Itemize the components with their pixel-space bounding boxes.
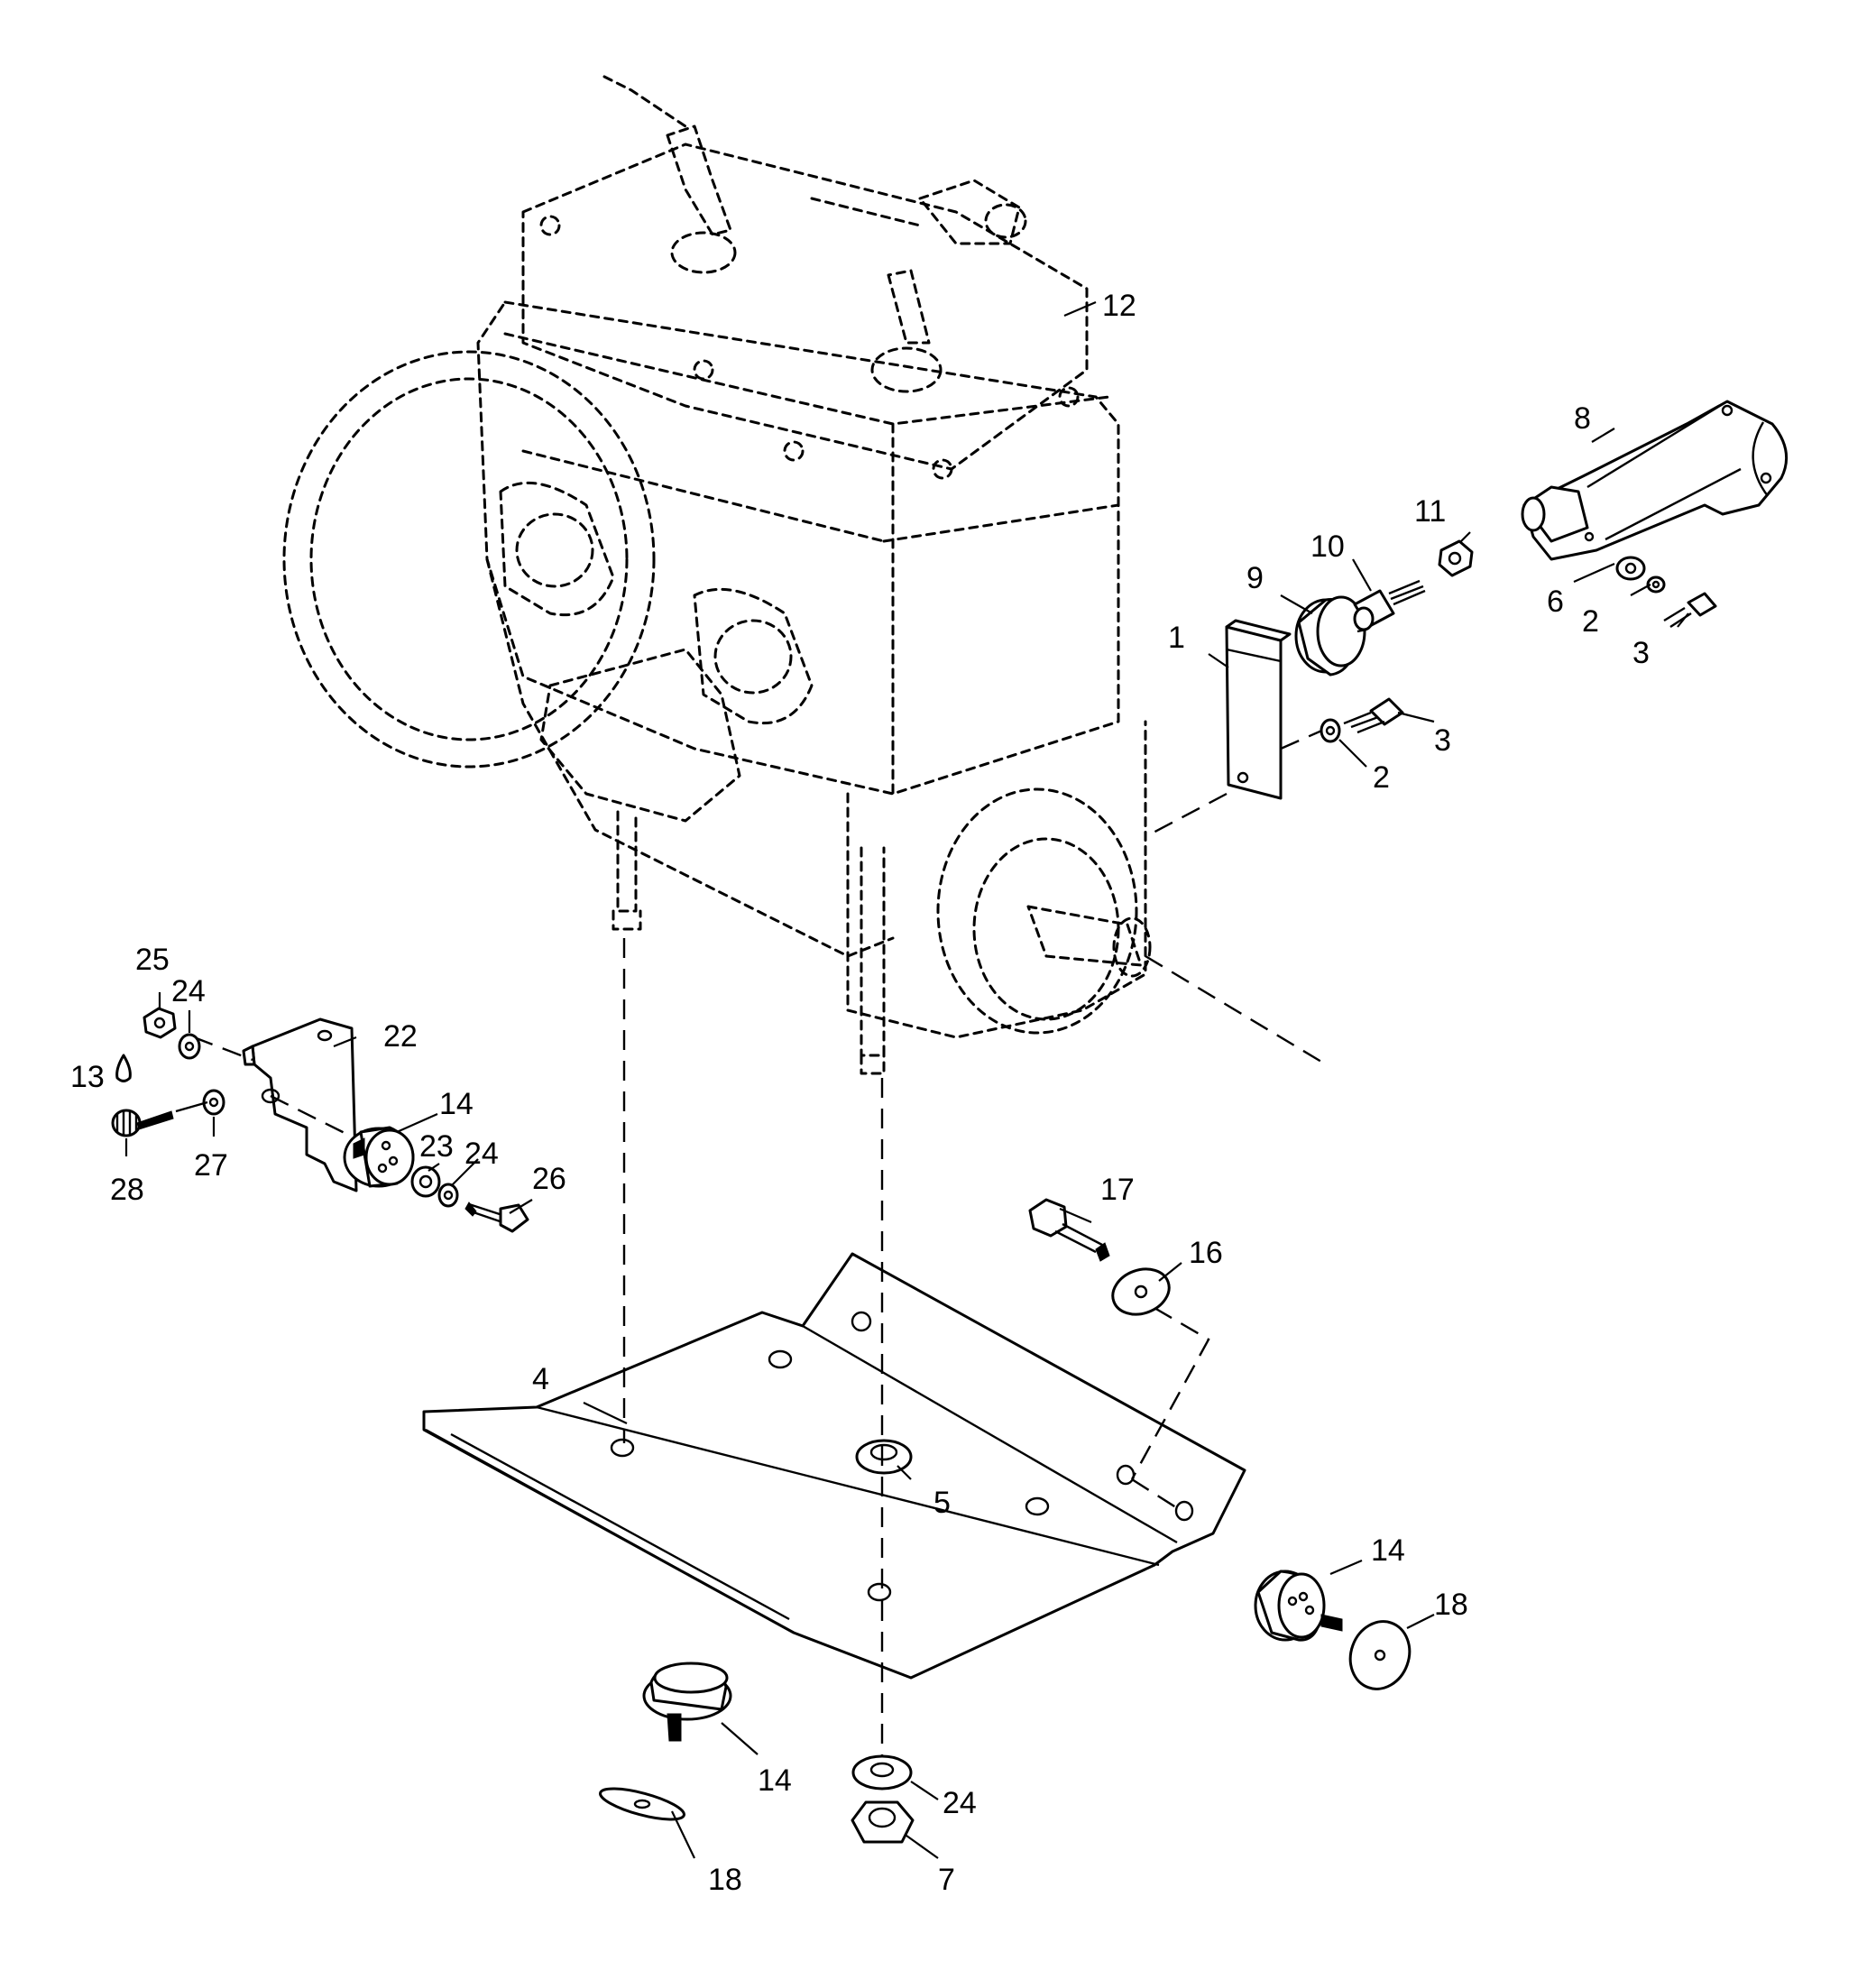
washer-6	[1615, 556, 1646, 581]
grommet-5	[855, 1439, 913, 1475]
bracket-8	[1521, 400, 1789, 561]
callout-24-bottom: 24	[943, 1786, 977, 1820]
leader-28-27	[175, 1100, 208, 1113]
callout-14-right: 14	[1371, 1533, 1405, 1568]
bolt-17-line	[1130, 1306, 1210, 1480]
nut-7	[851, 1800, 915, 1844]
callout-10: 10	[1310, 529, 1345, 564]
callout-13: 13	[70, 1060, 105, 1094]
washer-24-left-bottom	[437, 1183, 459, 1208]
leader-lines	[124, 300, 1689, 1859]
bolt-17	[1028, 1198, 1110, 1262]
callout-5: 5	[933, 1486, 951, 1520]
callout-8: 8	[1574, 401, 1591, 436]
callout-24-left-top: 24	[171, 974, 206, 1008]
bracket-22-line-lower	[270, 1094, 362, 1143]
damper-9	[1294, 595, 1367, 677]
engine-outline	[282, 75, 1152, 1075]
bracket-22	[242, 1017, 358, 1192]
washer-18-bottom	[599, 1787, 685, 1821]
washer-24-bottom	[851, 1754, 913, 1791]
callout-14-bottom: 14	[758, 1763, 792, 1798]
callout-25: 25	[135, 943, 170, 977]
callout-2-right: 2	[1582, 604, 1599, 639]
callout-labels: 1 2 2 3 3 4 5 6 7 8 9 10 11 12 13 14 14 …	[70, 289, 1650, 1897]
callout-3-middle: 3	[1434, 723, 1451, 758]
washer-18-right	[1348, 1620, 1412, 1690]
damper-14-left	[343, 1126, 415, 1188]
callout-3-right: 3	[1632, 636, 1650, 670]
nut-11	[1438, 539, 1474, 577]
damper-14-right	[1254, 1570, 1343, 1642]
bolt-28	[111, 1109, 174, 1137]
washer-16	[1111, 1267, 1171, 1316]
callout-2-middle: 2	[1373, 760, 1390, 795]
droplet-13	[115, 1054, 132, 1082]
base-plate-4	[422, 1252, 1246, 1680]
callout-9: 9	[1246, 561, 1264, 595]
callout-26: 26	[532, 1162, 566, 1196]
callout-12: 12	[1102, 289, 1136, 323]
bolt-3-middle	[1343, 697, 1404, 734]
damper-14-bottom	[642, 1662, 732, 1742]
callout-27: 27	[194, 1148, 228, 1183]
nut-25	[143, 1007, 177, 1039]
washer-2-middle	[1320, 718, 1341, 743]
bolt-3-right	[1663, 592, 1717, 629]
washer-23	[410, 1165, 441, 1198]
pto-centerline	[1145, 954, 1327, 1066]
bracket-22-line-upper	[193, 1036, 253, 1062]
callout-7: 7	[938, 1863, 955, 1897]
callout-17: 17	[1100, 1173, 1135, 1207]
callout-11: 11	[1414, 494, 1446, 529]
bolt-17-line-lower	[1131, 1478, 1182, 1513]
callout-23: 23	[419, 1129, 454, 1164]
callout-22: 22	[383, 1019, 418, 1054]
callout-18-bottom: 18	[708, 1863, 742, 1897]
bracket-1	[1149, 619, 1327, 836]
callout-28: 28	[110, 1173, 144, 1207]
callout-1: 1	[1168, 621, 1185, 655]
callout-24-left-bottom: 24	[464, 1137, 499, 1171]
bolt-26	[464, 1201, 529, 1233]
spacer-10	[1353, 579, 1426, 631]
callout-14-left: 14	[439, 1087, 474, 1121]
washer-24-left-top	[178, 1033, 201, 1060]
callout-4: 4	[532, 1362, 549, 1396]
washer-2-right	[1646, 575, 1666, 594]
callout-16: 16	[1189, 1236, 1223, 1270]
callout-6: 6	[1547, 585, 1564, 619]
callout-18-right: 18	[1434, 1588, 1468, 1622]
